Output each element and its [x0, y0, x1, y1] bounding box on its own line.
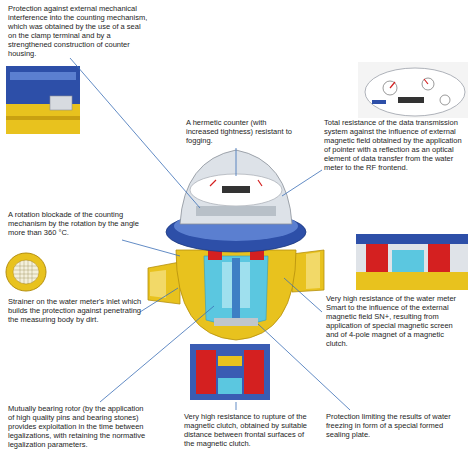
sealing-plate [214, 318, 258, 326]
callout-text: Strainer on the water meter's inlet whic… [8, 297, 148, 324]
small-dial [422, 78, 434, 90]
callout-text: Protection limiting the results of water… [326, 412, 466, 439]
magnet [244, 350, 264, 394]
callout-text: Very high resistance of the water meter … [326, 294, 466, 348]
magnet-screen-inset [356, 234, 468, 290]
dial-inset [358, 62, 468, 118]
small-dial [383, 81, 397, 95]
rotor-shaft [232, 258, 240, 318]
outlet-pipe [292, 250, 324, 292]
inset-ground [6, 66, 80, 134]
strainer-ring [6, 253, 46, 291]
leader-line [70, 58, 200, 208]
inlet-thread [150, 270, 166, 298]
magnet [196, 350, 216, 394]
brass-part [218, 356, 242, 366]
brass-part [356, 272, 468, 290]
callout-text: Very high resistance to rupture of the m… [184, 412, 316, 448]
inset-ground [356, 234, 468, 290]
leader-line [282, 170, 322, 196]
counter-rim [196, 206, 276, 216]
dial-face [365, 68, 465, 116]
cyan-part [392, 250, 424, 272]
callout-text: Protection against external mechanical i… [8, 4, 150, 58]
outlet-thread [306, 252, 320, 289]
leader-line [100, 306, 214, 402]
logo-mark [372, 100, 386, 104]
brass-body [176, 250, 296, 340]
brass-shade [6, 116, 80, 120]
dial-ground [358, 62, 468, 118]
red-pointer [210, 180, 262, 186]
mesh-grid [14, 260, 38, 284]
counter-face [190, 174, 282, 206]
strainer-inset [6, 253, 46, 291]
leader-line [236, 402, 237, 410]
housing-highlight [10, 72, 76, 80]
magnet [366, 244, 388, 272]
leader-lines [70, 58, 350, 410]
clutch-inset [190, 344, 270, 400]
callout-text: Total resistance of the data transmissio… [324, 118, 466, 172]
measuring-chamber [204, 256, 268, 325]
seal [50, 96, 72, 110]
leader-line [236, 148, 237, 176]
red-pointer [390, 82, 395, 88]
leader-line [140, 288, 178, 312]
digit-window [398, 97, 424, 103]
callout-text: A hermetic counter (with increased tight… [186, 118, 300, 145]
inlet-pipe [148, 262, 180, 304]
cyan-part [218, 378, 242, 394]
small-dial [440, 95, 450, 105]
leader-line [284, 278, 322, 312]
callout-text: A rotation blockade of the counting mech… [8, 210, 144, 237]
strainer-mesh [13, 260, 39, 284]
callout-text: Mutually bearing rotor (by the applicati… [8, 404, 148, 449]
clamp-inset [6, 66, 80, 134]
magnet [428, 244, 450, 272]
leader-line [122, 240, 180, 256]
red-pointer [424, 79, 428, 84]
digit-window [222, 186, 250, 193]
inset-ground [190, 344, 270, 400]
blue-screen [356, 234, 468, 244]
